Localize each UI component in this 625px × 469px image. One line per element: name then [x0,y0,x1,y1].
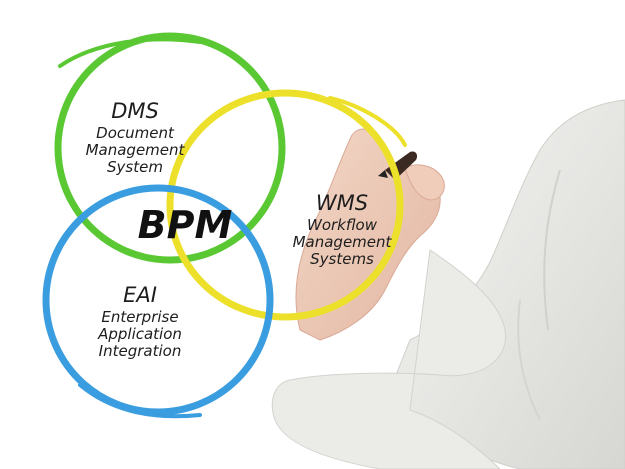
eai-line-2: Application [97,325,182,343]
dms-label-group: DMS Document Management System [86,99,186,176]
eai-abbr: EAI [123,283,157,307]
thumb [404,164,445,201]
dms-line-2: Management [86,141,186,159]
dms-line-1: Document [96,124,175,142]
eai-line-1: Enterprise [101,308,178,326]
wms-label-group: WMS Workflow Management Systems [293,191,393,268]
dms-abbr: DMS [111,99,159,123]
blue-circle [42,184,274,419]
jacket-fold [543,169,561,331]
person-illustration [271,99,625,469]
yellow-circle [166,89,407,321]
eai-line-3: Integration [99,342,182,360]
wms-line-3: Systems [310,250,374,268]
marker-tip [378,170,388,178]
center-label: BPM [138,203,233,247]
eai-label-group: EAI Enterprise Application Integration [97,283,182,360]
wms-line-2: Management [293,233,393,251]
dms-line-3: System [107,158,163,176]
wms-abbr: WMS [316,191,368,215]
wms-line-1: Workflow [307,216,378,234]
jacket-fold-2 [517,299,541,421]
